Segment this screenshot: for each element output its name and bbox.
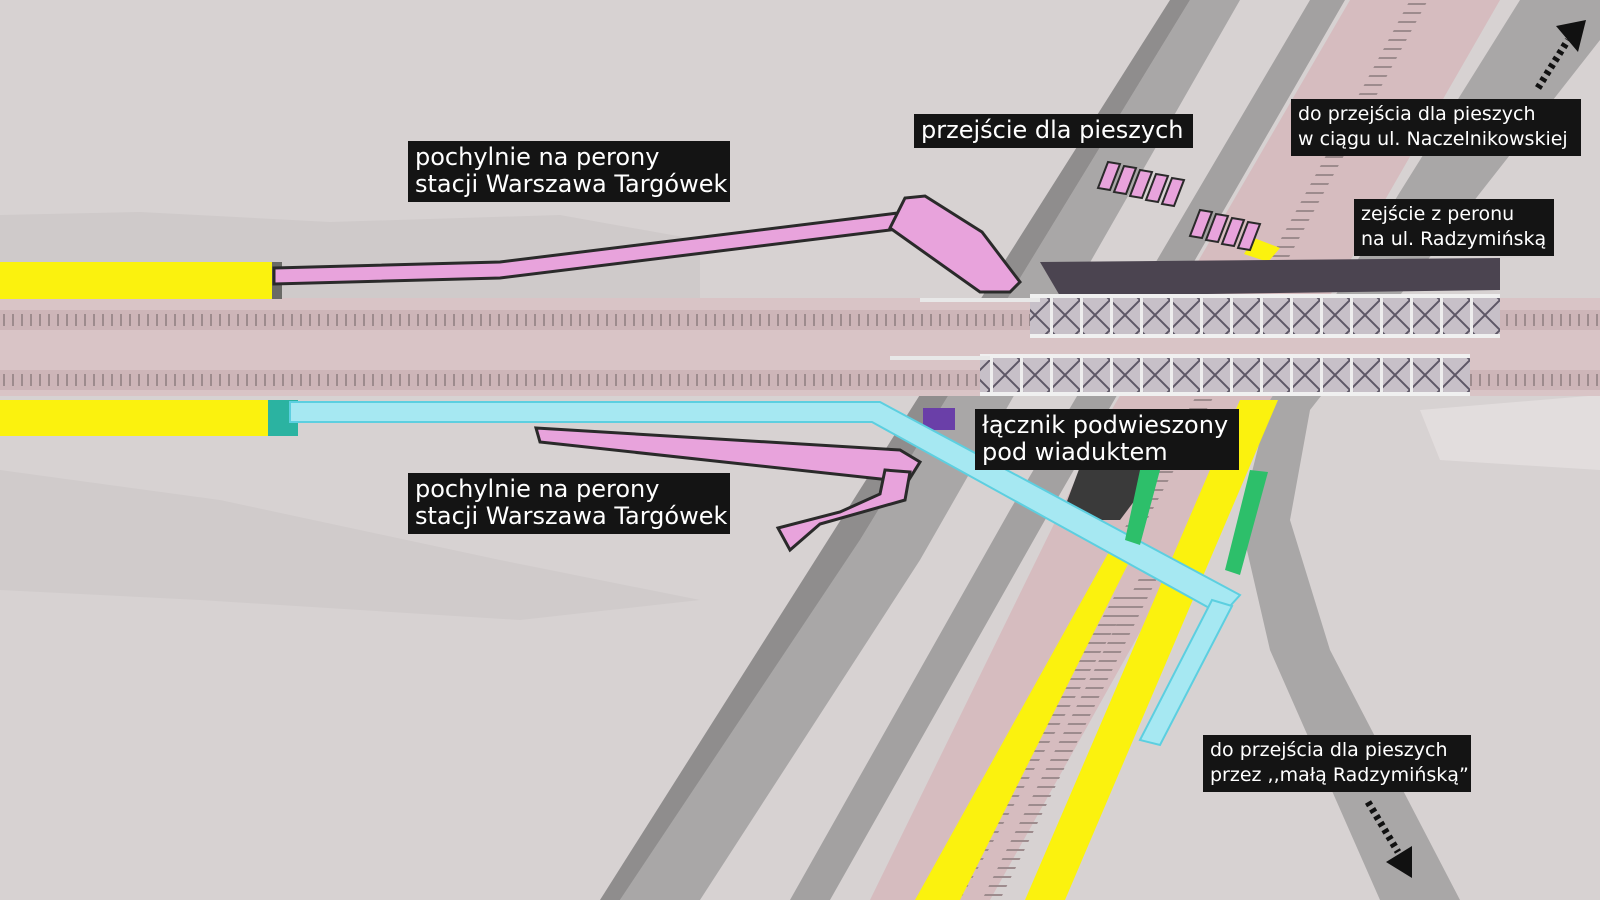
label-ramps-north: pochylnie na perony stacji Warszawa Targ… [408, 141, 730, 202]
viaduct-shadow [1040, 258, 1500, 296]
platform-south [0, 400, 270, 436]
arrow-up-right-icon [1535, 20, 1586, 90]
road-mala-radzyminska [1240, 0, 1600, 900]
connector-stairs-green [1125, 470, 1160, 545]
crosswalk-icon [1188, 208, 1262, 252]
crosswalk-icon [1096, 160, 1186, 208]
connector-stairs [1138, 598, 1234, 747]
viaduct-icon [890, 294, 1500, 396]
label-to-mala-radzyminska: do przejścia dla pieszych przez ,,małą R… [1203, 735, 1471, 792]
platform-diagonal-east [1025, 400, 1278, 900]
label-exit-radzyminska: zejście z peronu na ul. Radzymińską [1354, 199, 1554, 256]
arrow-down-right-icon [1364, 800, 1412, 878]
label-crosswalk: przejście dla pieszych [914, 114, 1193, 148]
terrain-patch [0, 470, 700, 620]
ramp-south-spur [775, 468, 912, 553]
label-to-mala-radzyminska-line2: przez ,,małą Radzymińską” [1210, 764, 1469, 786]
label-to-naczelnikowska: do przejścia dla pieszych w ciągu ul. Na… [1291, 99, 1581, 156]
label-connector: łącznik podwieszony pod wiaduktem [975, 409, 1239, 470]
label-exit-radzyminska-line1: zejście z peronu [1361, 203, 1515, 225]
ramp-north-descent [888, 194, 1022, 294]
label-to-naczelnikowska-line1: do przejścia dla pieszych [1298, 103, 1536, 125]
label-crosswalk-line1: przejście dla pieszych [921, 116, 1184, 144]
label-exit-radzyminska-line2: na ul. Radzymińską [1361, 228, 1547, 250]
terrain-patch [1420, 395, 1600, 470]
label-connector-line1: łącznik podwieszony [982, 411, 1229, 439]
label-ramps-north-line2: stacji Warszawa Targówek [415, 170, 728, 198]
label-to-naczelnikowska-line2: w ciągu ul. Naczelnikowskiej [1298, 128, 1568, 150]
label-ramps-south-line2: stacji Warszawa Targówek [415, 502, 728, 530]
platform-diagonal-west [915, 550, 1135, 900]
label-ramps-south: pochylnie na perony stacji Warszawa Targ… [408, 473, 730, 534]
label-ramps-south-line1: pochylnie na perony [415, 475, 660, 503]
rail-track-diagonal [982, 560, 1166, 900]
platform-north [0, 262, 276, 299]
label-connector-line2: pod wiaduktem [982, 438, 1168, 466]
ramp-landing [923, 408, 955, 430]
connector-stairs-green [1225, 470, 1268, 575]
label-ramps-north-line1: pochylnie na perony [415, 143, 660, 171]
label-to-mala-radzyminska-line1: do przejścia dla pieszych [1210, 739, 1448, 761]
